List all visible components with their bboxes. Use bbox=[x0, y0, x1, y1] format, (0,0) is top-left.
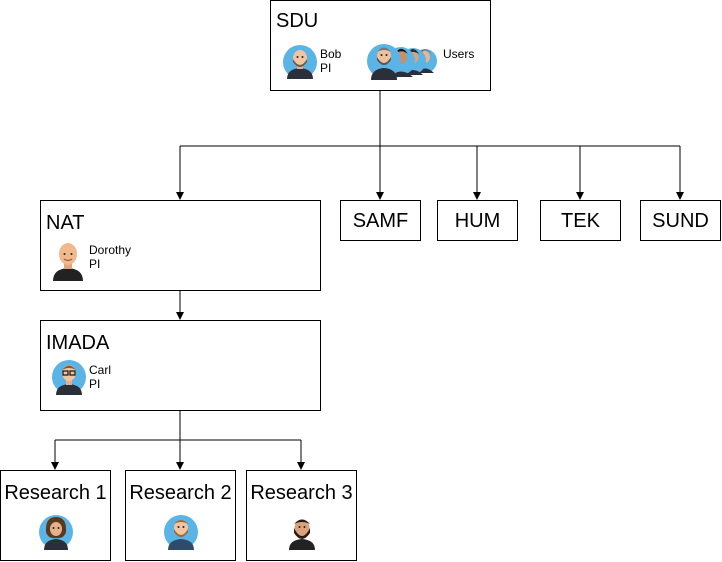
avatar-bob bbox=[283, 45, 317, 79]
pi-name: Dorothy bbox=[89, 243, 132, 257]
avatar-dorothy bbox=[53, 243, 83, 281]
node-imada[interactable]: IMADA Carl PI bbox=[40, 320, 321, 411]
avatar-carl bbox=[52, 360, 86, 395]
node-sdu[interactable]: SDU Bob PI Users bbox=[270, 0, 491, 91]
pi-role: PI bbox=[320, 61, 332, 75]
pi-role: PI bbox=[89, 257, 101, 271]
node-title: Research 3 bbox=[250, 482, 353, 504]
node-title: IMADA bbox=[46, 332, 110, 354]
node-research-3[interactable]: Research 3 bbox=[246, 470, 357, 561]
node-title: SDU bbox=[276, 10, 319, 32]
pi-name: Bob bbox=[320, 47, 342, 61]
node-nat[interactable]: NAT Dorothy PI bbox=[40, 200, 321, 291]
pi-name: Carl bbox=[89, 363, 112, 377]
node-title: Research 2 bbox=[129, 482, 232, 504]
users-label: Users bbox=[443, 47, 475, 61]
node-hum[interactable]: HUM bbox=[437, 200, 518, 241]
pi-role: PI bbox=[89, 377, 101, 391]
node-title: NAT bbox=[46, 212, 85, 234]
node-research-1[interactable]: Research 1 bbox=[0, 470, 111, 561]
node-research-2[interactable]: Research 2 bbox=[125, 470, 236, 561]
node-samf[interactable]: SAMF bbox=[340, 200, 421, 241]
avatar-research-2 bbox=[164, 515, 198, 550]
node-title: Research 1 bbox=[4, 482, 107, 504]
node-title: HUM bbox=[454, 210, 501, 232]
node-sund[interactable]: SUND bbox=[640, 200, 721, 241]
avatar-research-3 bbox=[289, 519, 315, 550]
node-title: SAMF bbox=[352, 210, 409, 232]
node-title: TEK bbox=[561, 210, 600, 232]
users-group-icon bbox=[367, 44, 437, 80]
node-title: SUND bbox=[652, 210, 709, 232]
node-tek[interactable]: TEK bbox=[540, 200, 621, 241]
avatar-research-1 bbox=[39, 515, 73, 550]
